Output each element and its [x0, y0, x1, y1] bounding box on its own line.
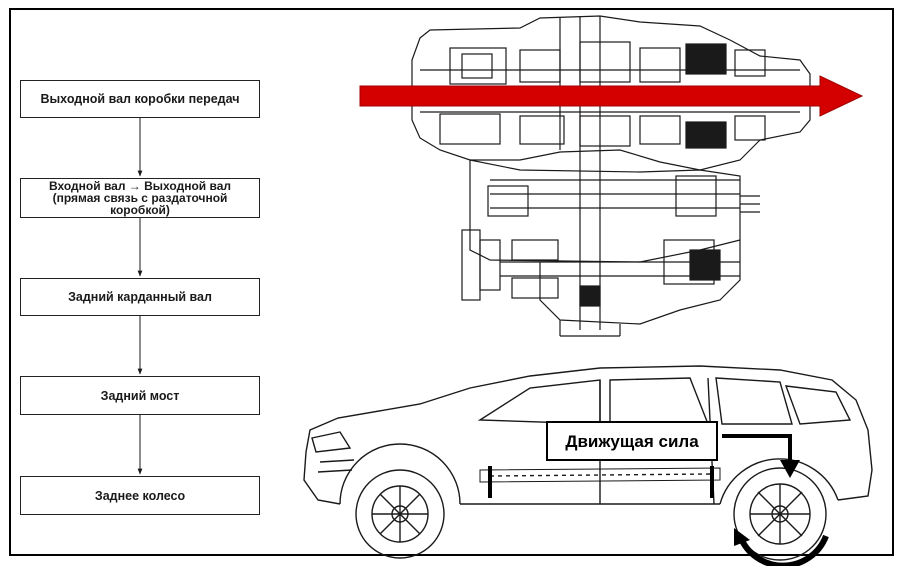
flow-step-input-output-shaft: Входной вал → Выходной вал (прямая связь…: [20, 178, 260, 218]
flow-step-label: Входной вал → Выходной вал (прямая связь…: [48, 179, 232, 217]
power-flow-arrow: [359, 75, 864, 117]
flow-step-rear-axle: Задний мост: [20, 376, 260, 415]
transfer-case-drawing: [411, 15, 811, 337]
flow-step-rear-propeller-shaft: Задний карданный вал: [20, 278, 260, 316]
drivetrain-path: [488, 434, 792, 498]
force-arrow-head: [780, 460, 800, 478]
flow-step-gearbox-output-shaft: Выходной вал коробки передач: [20, 80, 260, 118]
flow-step-label: Заднее колесо: [94, 488, 186, 503]
driving-force-text: Движущая сила: [565, 431, 699, 451]
flow-step-label: Задний карданный вал: [68, 290, 212, 304]
flow-step-rear-wheel: Заднее колесо: [20, 476, 260, 515]
flow-step-label: Задний мост: [100, 388, 180, 403]
flow-step-label: Выходной вал коробки передач: [40, 92, 240, 106]
driving-force-label: Движущая сила: [546, 421, 718, 461]
